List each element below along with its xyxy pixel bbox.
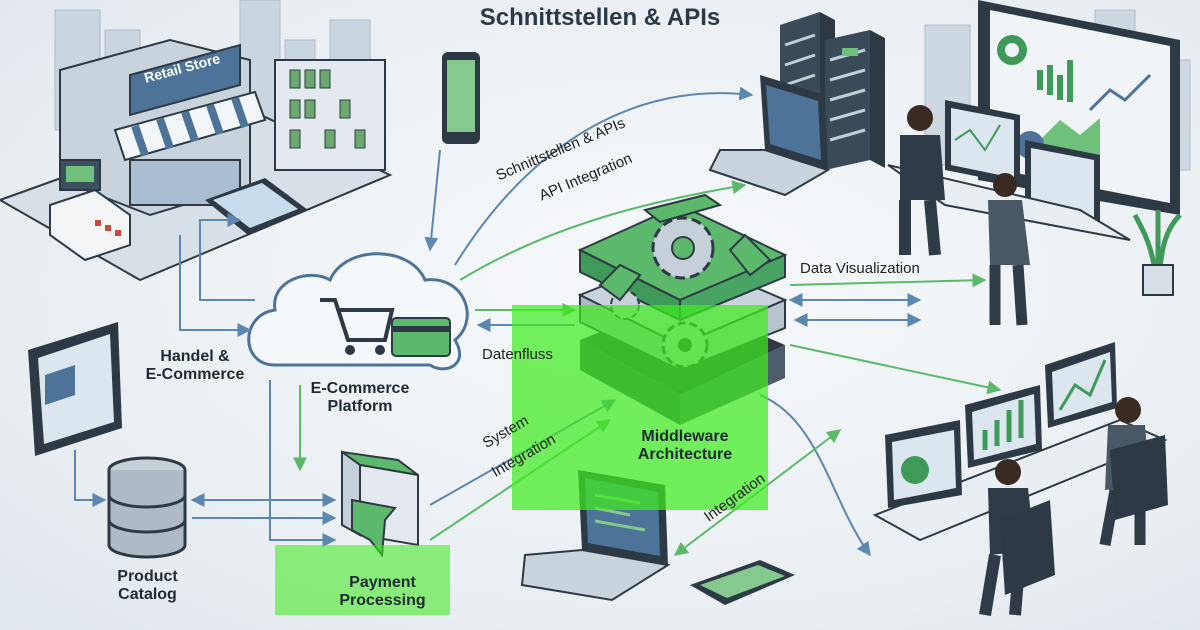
flow-label-data-visualization: Data Visualization — [800, 260, 920, 277]
arrow-middleware-to-workstation — [789, 344, 1002, 395]
smartphone-bottom — [690, 560, 795, 605]
tablet-left — [28, 322, 122, 456]
node-label-catalog: Product Catalog — [117, 568, 178, 604]
node-label-middleware: Middleware Architecture — [637, 428, 733, 464]
store-awning — [113, 90, 267, 162]
sync-arrows — [598, 193, 772, 302]
plant — [1132, 210, 1182, 296]
arrow-tablet-to-catalog — [74, 450, 107, 507]
office-chair — [1000, 435, 1168, 595]
workstation-bottom-right — [872, 342, 1168, 542]
arrow-cloud-to-tablet — [199, 213, 255, 301]
database-icon — [107, 456, 187, 559]
arrow-middleware-to-viz-1 — [789, 273, 987, 288]
cash-register — [49, 159, 131, 262]
arrow-middleware-to-analyst — [759, 394, 871, 557]
payment-terminal — [341, 450, 419, 558]
arrow-cloud-to-laptop — [454, 86, 754, 266]
flow-label-datenfluss: Datenfluss — [482, 346, 553, 363]
highlight-middleware — [512, 305, 768, 510]
arrow-store-to-cloud — [179, 235, 252, 337]
laptop-top — [708, 75, 831, 197]
analyst-standing — [899, 105, 945, 256]
diagram-title: Schnittstellen & APIs — [479, 4, 721, 31]
shopping-cart-icon — [320, 298, 395, 355]
arrow-cloud-to-servers — [459, 180, 747, 281]
node-label-commerce: Handel & E-Commerce — [145, 348, 245, 384]
analyst-seated — [988, 173, 1030, 326]
node-label-payment: Payment Processing — [339, 574, 426, 610]
credit-card-icon — [391, 317, 451, 357]
node-label-ecommerce: E-Commerce Platform — [310, 380, 410, 416]
arrow-phone-to-cloud — [424, 149, 441, 252]
smartphone-top — [442, 52, 480, 144]
highlight-payment — [275, 545, 450, 615]
arrow-cloud-to-payment — [269, 380, 337, 547]
